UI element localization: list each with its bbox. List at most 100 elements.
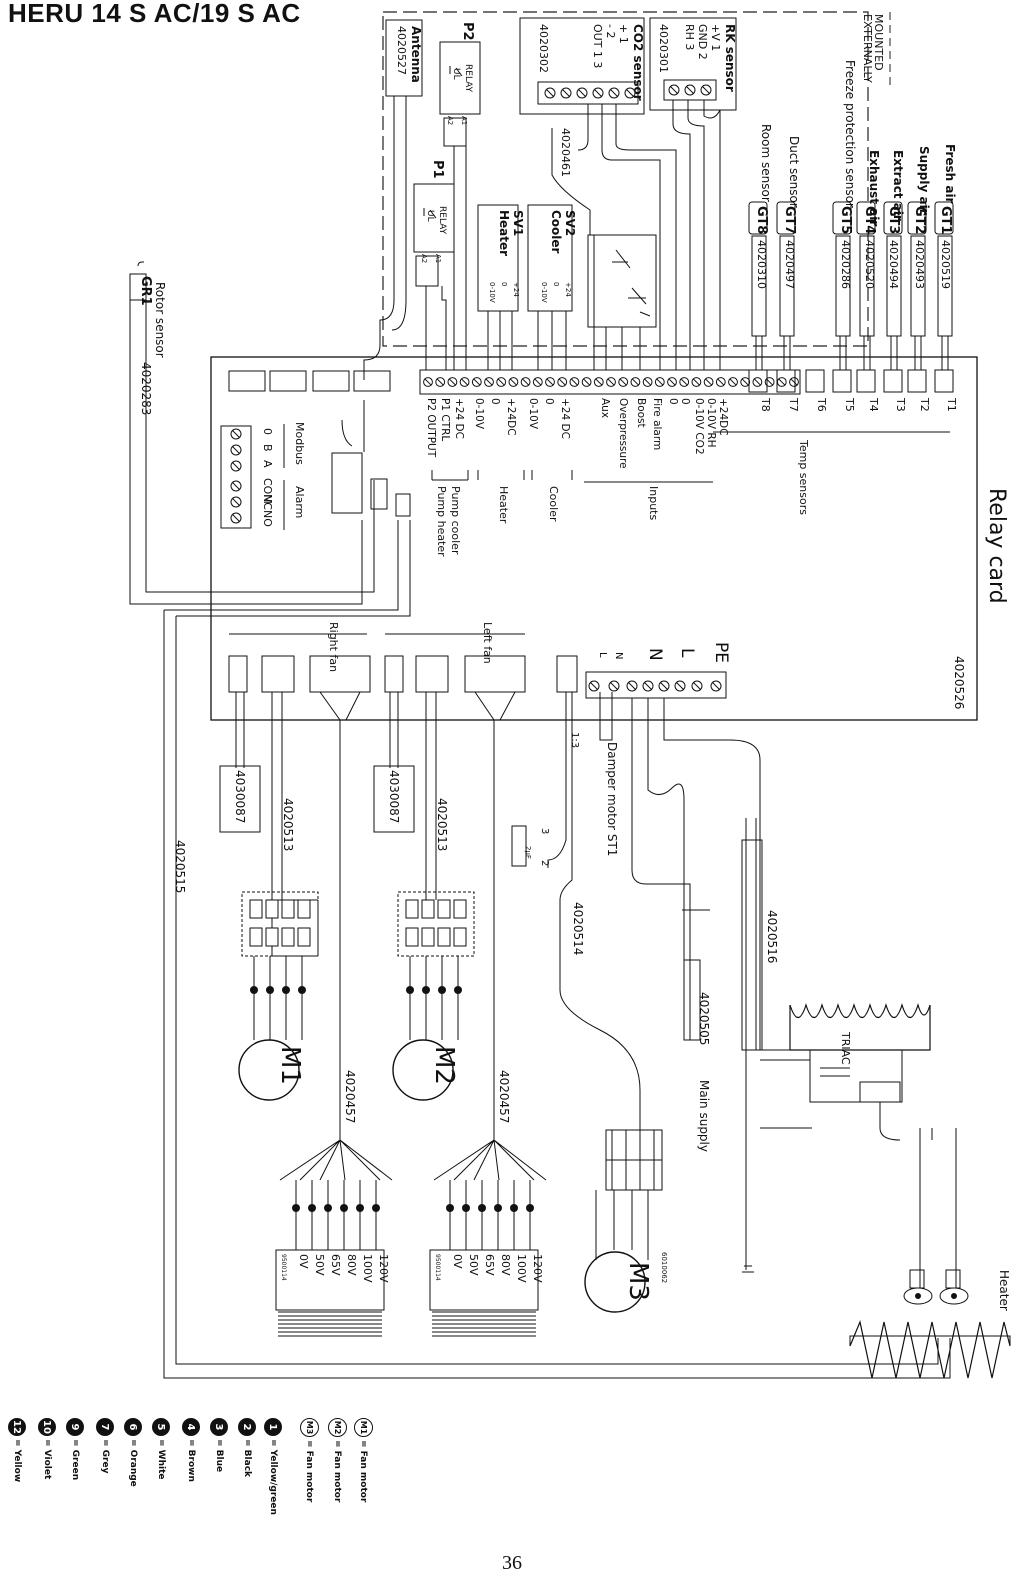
power-label-l-small: L	[597, 652, 608, 658]
heater-terminal-label: +24DC	[505, 398, 517, 436]
cable-4020513-b: 4020513	[435, 798, 449, 851]
transformer-box	[275, 1249, 385, 1311]
heater-terminal-label: 0-10V	[473, 398, 485, 430]
damper-pin: 3	[539, 828, 550, 834]
external-dashed-box	[382, 11, 869, 347]
modbus-terminal-label: B	[261, 444, 274, 452]
inputs-label: Inputs	[647, 486, 660, 520]
modbus-terminal-label: 0	[261, 428, 274, 435]
co2-sensor-title: CO2 sensor	[631, 24, 645, 101]
legend-text: = Orange	[128, 1439, 138, 1487]
alarm-terminal-label: NO	[261, 510, 274, 527]
legend-badge: 2	[238, 1418, 256, 1436]
legend-badge: 3	[210, 1418, 228, 1436]
legend-badge: M2	[327, 1418, 347, 1437]
terminal-label-t3: T3	[894, 397, 907, 412]
co2-sensor-row: + 1	[617, 24, 630, 44]
relay-p1-a2: A2	[420, 254, 428, 263]
legend-text: = Yellow	[12, 1439, 22, 1483]
legend-item: 1= Yellow/green	[262, 1418, 284, 1515]
legend-badge: 10	[38, 1418, 56, 1436]
legend-text: = Violet	[42, 1439, 52, 1480]
terminal-strip	[419, 369, 801, 395]
cooler-terminal-label: 0-10V	[527, 398, 539, 430]
legend-badge: M1	[353, 1418, 373, 1437]
legend-text: = Green	[70, 1439, 80, 1481]
sv2-pin: 0-10V	[540, 282, 548, 303]
alarm-label: Alarm	[293, 486, 306, 518]
damper-pin: 2	[539, 860, 550, 866]
svg-text:EXTERNALLY: EXTERNALLY	[861, 14, 874, 83]
transformer-part: 9500114	[434, 1254, 441, 1281]
relay-p2-label: P2	[460, 22, 475, 41]
legend-item: M3= Fan motor	[298, 1418, 320, 1502]
sensor-part: 4020497	[783, 240, 796, 289]
left-fan-label: Left fan	[481, 622, 494, 664]
motor-m2-label: M2	[429, 1046, 459, 1085]
transformer-tap: 50V	[313, 1254, 326, 1276]
terminal-label-t5: T5	[843, 397, 856, 412]
antenna-part: 4020527	[395, 26, 408, 75]
svg-text:MOUNTED: MOUNTED	[872, 14, 885, 71]
motor-m2	[392, 1039, 454, 1101]
input-terminal-label: 0-10V RH	[705, 398, 717, 448]
terminal-label-t1: T1	[945, 397, 958, 412]
pump-terminal-label: P1 CTRL	[439, 398, 451, 441]
legend-item: 5= White	[150, 1418, 172, 1480]
legend-item: 12 = Yellow	[6, 1418, 28, 1482]
sensor-tag: GT5	[838, 206, 853, 234]
legend-item: 9= Green	[64, 1418, 86, 1480]
sv1-title: SV1	[511, 210, 525, 236]
heater-element	[849, 1319, 1011, 1379]
rk-sensor-row: GND 2	[696, 24, 709, 60]
sv1-pin: 0	[500, 282, 508, 286]
antenna-title: Antenna	[409, 26, 423, 83]
cable-4020516-box	[741, 839, 763, 1051]
pump-cooler-label: Pump cooler	[449, 486, 462, 555]
terminal-label-t2: T2	[918, 397, 931, 412]
cable-ratio: 1:3	[569, 732, 580, 748]
antenna-box	[385, 19, 423, 97]
thermostat-2	[939, 1269, 969, 1305]
legend-text: = White	[156, 1439, 166, 1480]
cable-4020457-b: 4020457	[497, 1070, 511, 1123]
heater-terminal-label: 0	[489, 398, 501, 405]
legend-text: = Fan motor	[332, 1440, 342, 1503]
transformer-tap: 0V	[297, 1254, 310, 1269]
right-fan-label: Right fan	[327, 622, 340, 672]
sensor-name: Room sensor	[759, 124, 773, 202]
rk-sensor-title: RK sensor	[723, 24, 737, 92]
svg-text:Relay card: Relay card	[984, 488, 1009, 604]
sv2-title: SV2	[563, 210, 577, 236]
relay-card-part: 4020526	[952, 656, 966, 709]
transformer-tap: 65V	[483, 1254, 496, 1276]
transformer-box	[429, 1249, 539, 1311]
transformer-tap: 120V	[531, 1254, 544, 1283]
rotor-sensor-label: Rotor sensor	[153, 282, 167, 358]
legend-badge: 12	[8, 1418, 26, 1436]
sensor-name: Fresh air	[943, 144, 957, 204]
sensor-tag: GT7	[782, 206, 797, 234]
legend-text: = Grey	[100, 1439, 110, 1474]
cable-4020516: 4020516	[765, 910, 779, 963]
transformer-tap: 65V	[329, 1254, 342, 1276]
rk-sensor-box	[649, 17, 737, 111]
relay-card-board	[210, 356, 978, 721]
relay-p2-a1: A1	[460, 116, 468, 125]
damper-cap: 2µF	[524, 846, 532, 859]
heater-label: Heater	[497, 486, 510, 524]
legend-text: = Yellow/green	[268, 1439, 278, 1515]
pump-terminal-label: +24 DC	[453, 398, 465, 439]
sensor-name: Extract air	[891, 150, 905, 221]
legend-text: = Black	[242, 1439, 252, 1478]
relay-p1-relay: RELAY	[437, 206, 447, 235]
sv2-pin: +24	[564, 282, 572, 297]
relay-p1-a1: A1	[434, 254, 442, 263]
terminal-label-t7: T7	[787, 397, 800, 412]
sensor-name: Supply air	[917, 146, 931, 215]
cable-4020457-a: 4020457	[343, 1070, 357, 1123]
power-label-l: L	[677, 648, 697, 658]
triac-heatsink	[789, 1002, 931, 1019]
